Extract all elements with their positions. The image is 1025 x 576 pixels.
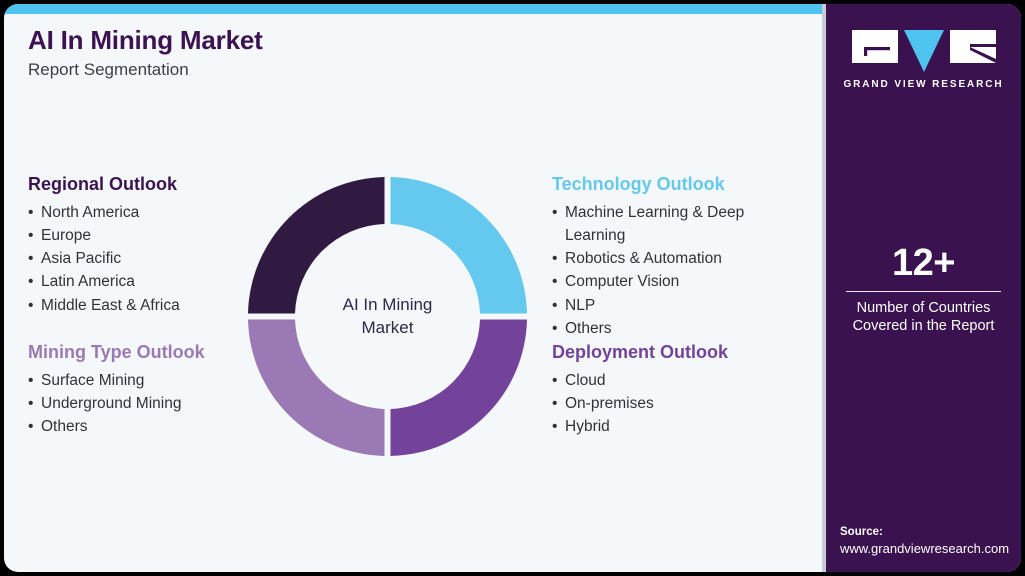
source-block: Source: www.grandviewresearch.com (840, 525, 1011, 558)
list-item: North America (28, 201, 258, 225)
donut-chart-svg (248, 177, 527, 456)
list-item: Machine Learning & Deep Learning (552, 201, 802, 248)
list-item: Underground Mining (28, 392, 258, 416)
outlook-heading-regional: Regional Outlook (28, 174, 178, 194)
logo-g-icon (851, 30, 898, 63)
outlook-block-regional: Regional Outlook North America Europe As… (28, 174, 258, 317)
list-item: Hybrid (552, 415, 802, 439)
outlook-list-deployment: Cloud On-premises Hybrid (552, 369, 802, 439)
list-item: Computer Vision (552, 270, 802, 294)
list-item: Middle East & Africa (28, 294, 258, 318)
list-item: Others (28, 415, 258, 439)
stat-caption: Number of Countries Covered in the Repor… (840, 299, 1007, 335)
donut-segment-deployment (390, 319, 527, 456)
outlook-list-regional: North America Europe Asia Pacific Latin … (28, 201, 258, 318)
header: AI In Mining Market Report Segmentation (28, 25, 728, 80)
outlook-block-technology: Technology Outlook Machine Learning & De… (552, 174, 802, 340)
report-card: AI In Mining Market Report Segmentation … (4, 4, 1021, 572)
source-url[interactable]: www.grandviewresearch.com (840, 541, 1010, 557)
outlook-heading-deployment: Deployment Outlook (552, 342, 729, 362)
outlook-block-mining-type: Mining Type Outlook Surface Mining Under… (28, 342, 258, 439)
stat-block-countries: 12+ Number of Countries Covered in the R… (840, 242, 1007, 335)
brand-logo: GRAND VIEW RESEARCH (826, 30, 1021, 90)
outlook-heading-technology: Technology Outlook (552, 174, 725, 194)
logo-marks (851, 30, 996, 72)
outlook-list-technology: Machine Learning & Deep Learning Robotic… (552, 201, 802, 341)
outlook-list-mining-type: Surface Mining Underground Mining Others (28, 369, 258, 439)
list-item: NLP (552, 294, 802, 318)
donut-segment-technology (390, 177, 527, 314)
stat-caption-line-1: Number of Countries (856, 299, 991, 316)
outlook-heading-mining-type: Mining Type Outlook (28, 342, 205, 362)
list-item: Cloud (552, 369, 802, 393)
outlook-block-deployment: Deployment Outlook Cloud On-premises Hyb… (552, 342, 802, 439)
sidebar-divider (822, 4, 826, 572)
stat-divider (846, 290, 1001, 292)
list-item: Latin America (28, 270, 258, 294)
stat-caption-line-2: Covered in the Report (852, 318, 995, 335)
stat-value: 12+ (892, 242, 955, 284)
list-item: Asia Pacific (28, 247, 258, 271)
list-item: Others (552, 317, 802, 341)
logo-v-icon (903, 30, 944, 72)
top-accent-bar (4, 4, 822, 14)
donut-segment-regional (248, 177, 385, 314)
donut-chart: AI In Mining Market (247, 176, 528, 457)
donut-segment-mining-type (248, 319, 385, 456)
page-title: AI In Mining Market (28, 25, 263, 55)
sidebar: GRAND VIEW RESEARCH 12+ Number of Countr… (826, 4, 1021, 572)
list-item: Robotics & Automation (552, 247, 802, 271)
list-item: Europe (28, 224, 258, 248)
logo-r-icon (949, 30, 996, 63)
list-item: On-premises (552, 392, 802, 416)
source-label: Source: (840, 525, 883, 538)
logo-wordmark: GRAND VIEW RESEARCH (843, 79, 1004, 90)
list-item: Surface Mining (28, 369, 258, 393)
page-subtitle: Report Segmentation (28, 59, 189, 79)
